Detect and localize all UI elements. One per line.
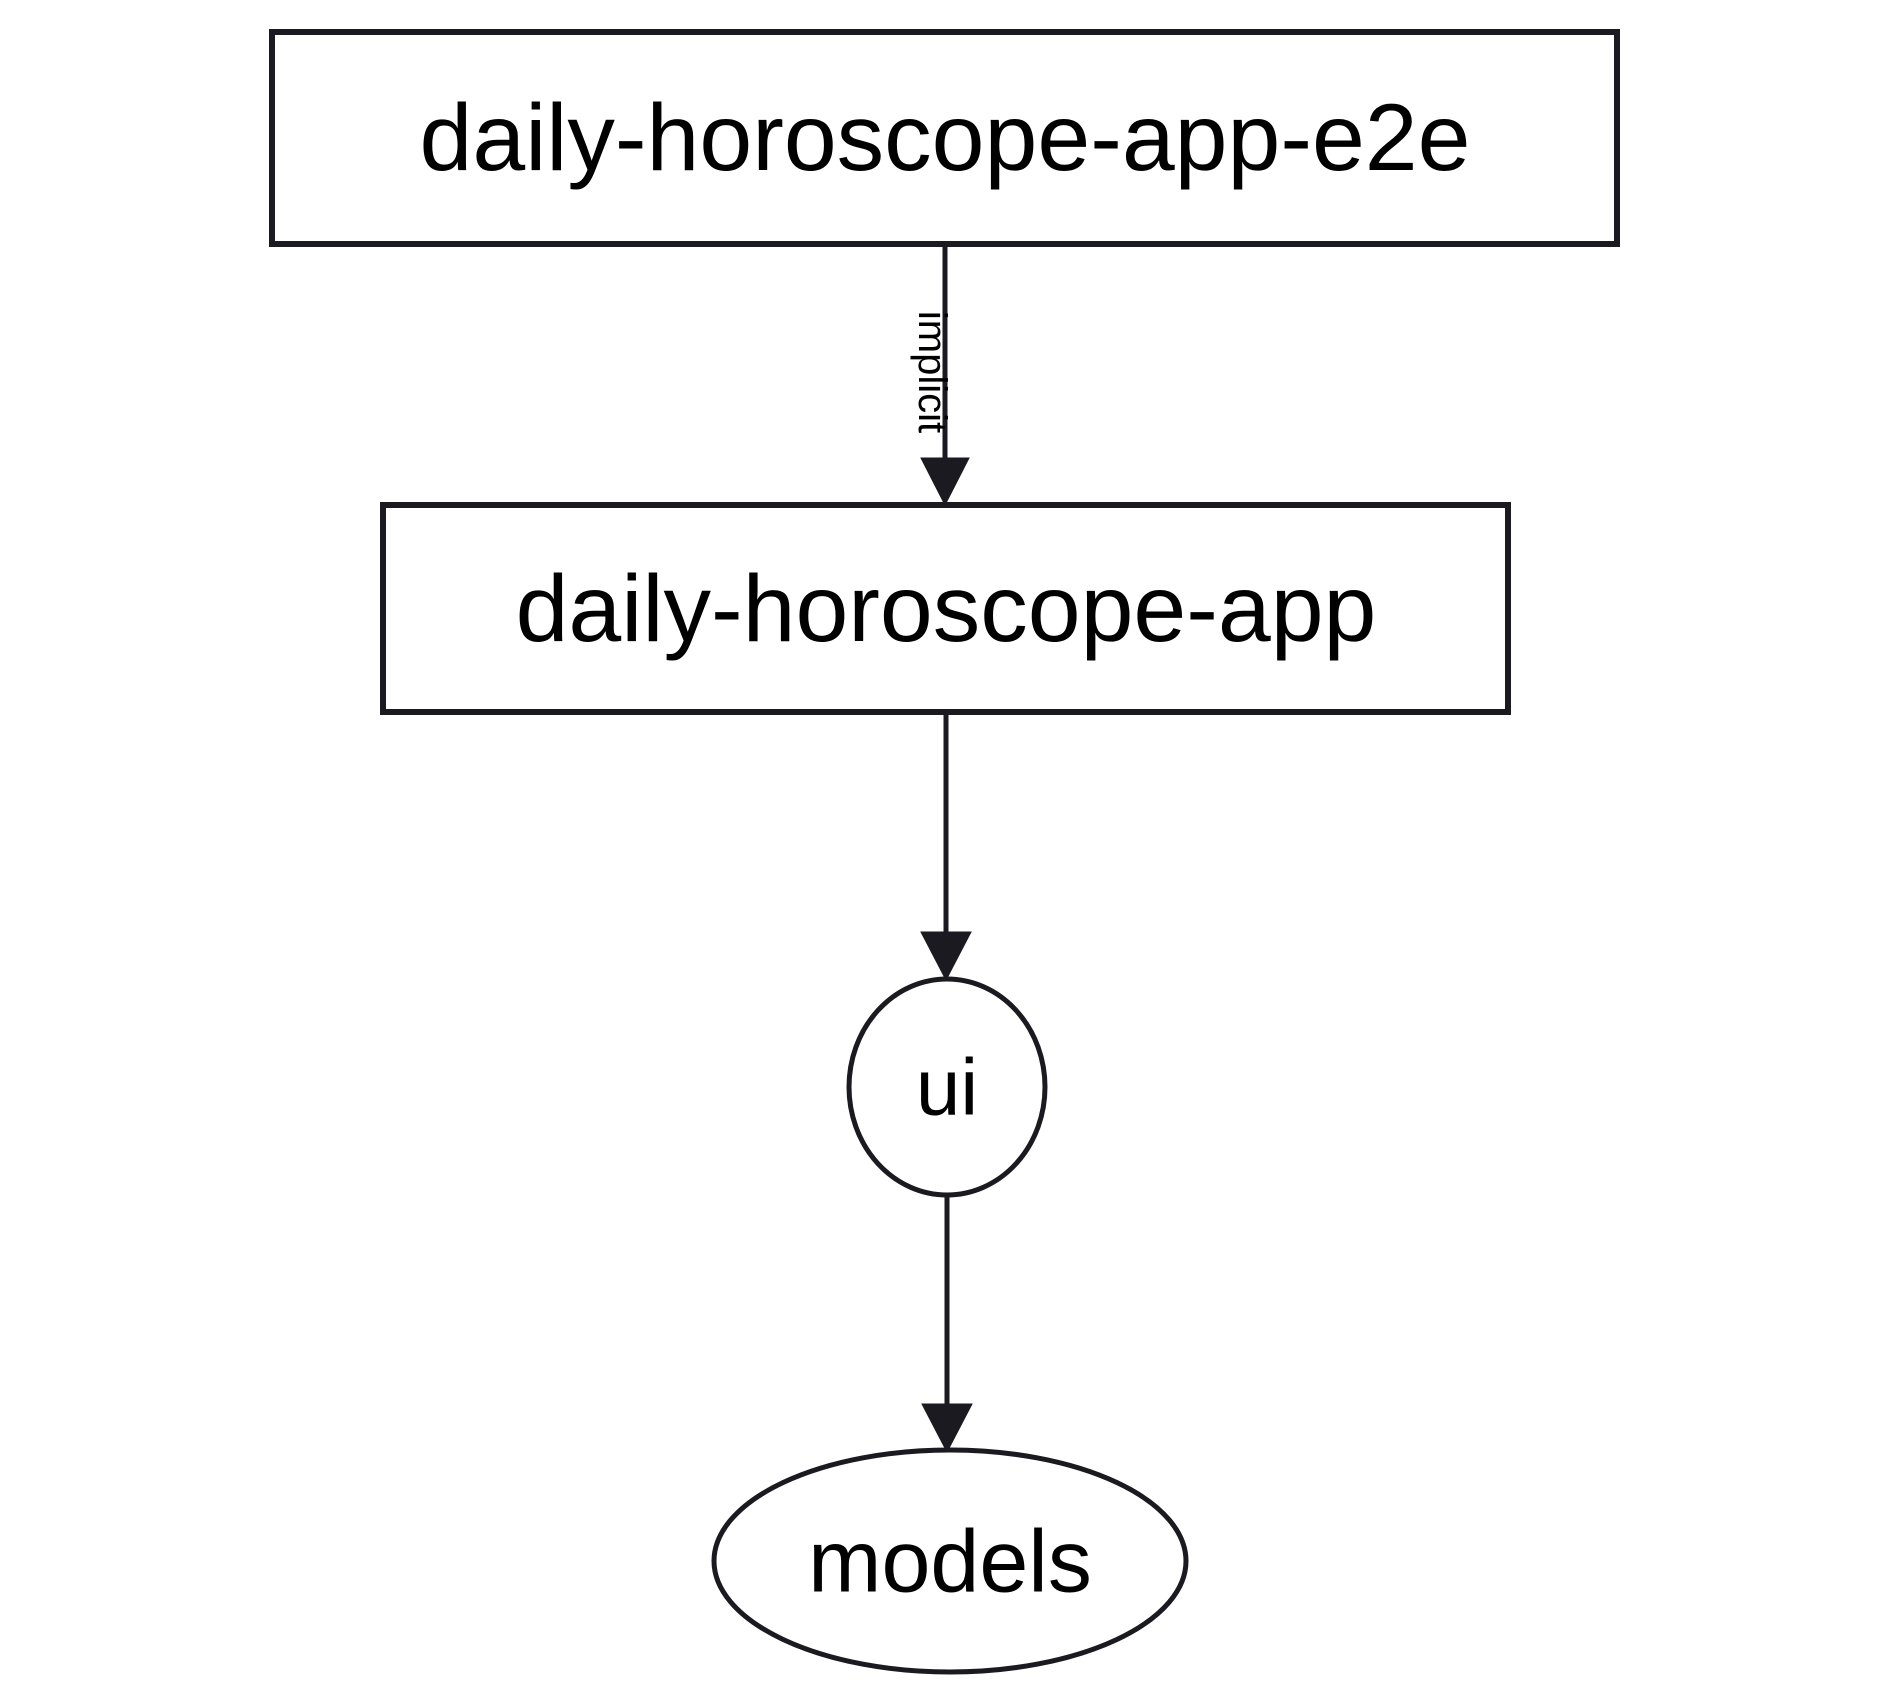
node-ui-label: ui (916, 1043, 978, 1132)
node-models[interactable]: models (711, 1447, 1189, 1675)
edge-ui-to-models-arrowhead (921, 1403, 973, 1454)
node-ui-ellipse (846, 976, 1048, 1198)
node-daily-horoscope-app-e2e[interactable]: daily-horoscope-app-e2e (269, 29, 1620, 247)
node-app-label: daily-horoscope-app (516, 556, 1377, 662)
edge-ui-to-models[interactable] (921, 1196, 973, 1454)
node-daily-horoscope-app[interactable]: daily-horoscope-app (380, 502, 1511, 715)
node-e2e-label: daily-horoscope-app-e2e (420, 85, 1471, 191)
edge-e2e-to-app[interactable]: implicit (910, 244, 970, 507)
edge-app-to-ui[interactable] (920, 714, 972, 982)
node-app-rect (380, 502, 1511, 715)
edge-app-to-ui-arrowhead (920, 931, 972, 982)
edge-label-implicit: implicit (910, 311, 954, 433)
node-models-ellipse (711, 1447, 1189, 1675)
node-ui[interactable]: ui (846, 976, 1048, 1198)
node-models-label: models (808, 1512, 1092, 1611)
edge-e2e-to-app-arrowhead (920, 457, 970, 507)
node-e2e-rect (269, 29, 1620, 247)
